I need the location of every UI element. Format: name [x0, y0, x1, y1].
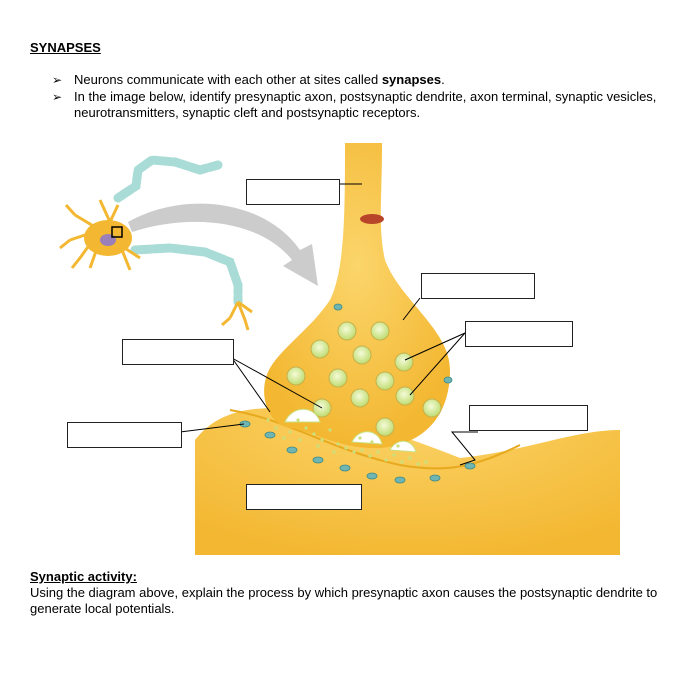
- bullet-arrow-icon: ➢: [52, 90, 63, 104]
- bullet-arrow-icon: ➢: [52, 73, 63, 87]
- bullet-item-2: ➢ In the image below, identify presynapt…: [52, 89, 672, 121]
- postsynaptic-receptors: [239, 303, 476, 484]
- postsynaptic-dendrite-shape: [195, 408, 620, 555]
- leader-lines: [179, 183, 478, 466]
- page-title: SYNAPSES: [30, 40, 101, 55]
- zoom-arrow-icon: [128, 203, 318, 286]
- instruction-list: ➢ Neurons communicate with each other at…: [52, 72, 672, 122]
- bullet-1-bold: synapses: [381, 72, 442, 87]
- bullet-item-1: ➢ Neurons communicate with each other at…: [52, 72, 672, 88]
- axon-terminal-shape: [264, 143, 450, 449]
- label-box-axon-terminal[interactable]: [421, 273, 535, 299]
- bullet-1-text: Neurons communicate with each other at s…: [74, 72, 382, 87]
- bullet-1-end: .: [441, 72, 445, 87]
- label-box-postsynaptic-dendrite[interactable]: [246, 484, 362, 510]
- activity-prompt: Using the diagram above, explain the pro…: [30, 585, 658, 616]
- label-box-synaptic-cleft[interactable]: [469, 405, 588, 431]
- label-box-postsynaptic-receptors[interactable]: [67, 422, 182, 448]
- synapse-diagram: [59, 143, 620, 555]
- label-box-presynaptic-axon[interactable]: [246, 179, 340, 205]
- neurotransmitters: [266, 408, 428, 466]
- axon-cut-end: [360, 214, 384, 224]
- label-box-synaptic-vesicles[interactable]: [465, 321, 573, 347]
- neuron-illustration: [59, 155, 253, 331]
- activity-title: Synaptic activity:: [30, 569, 137, 584]
- label-box-neurotransmitters[interactable]: [122, 339, 234, 365]
- bullet-2-text: In the image below, identify presynaptic…: [74, 89, 657, 120]
